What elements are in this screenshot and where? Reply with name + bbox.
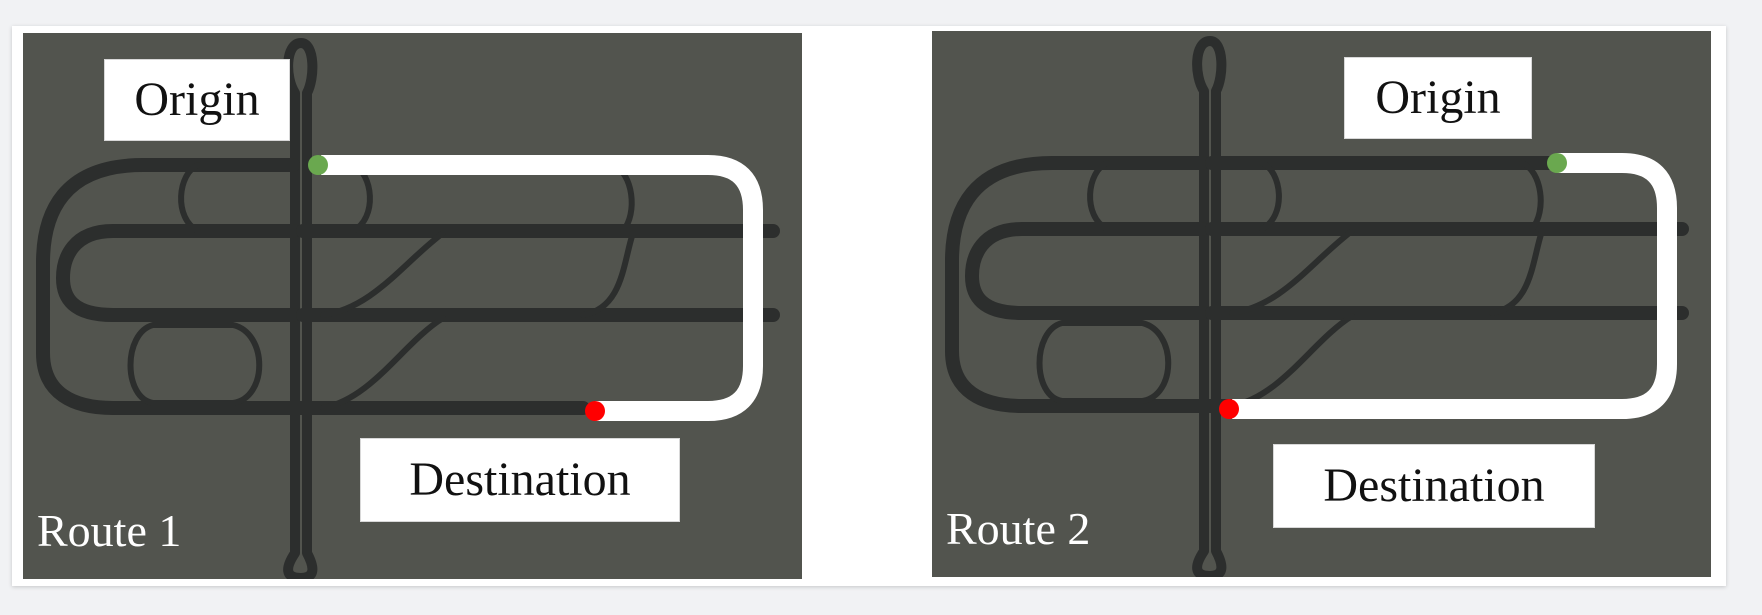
destination-label: Destination <box>360 438 680 522</box>
route-path <box>321 155 763 421</box>
origin-label: Origin <box>1344 57 1532 139</box>
destination-marker <box>585 401 605 421</box>
road-network <box>36 38 780 579</box>
route-path <box>1232 153 1677 419</box>
route-title: Route 2 <box>946 503 1091 554</box>
origin-label: Origin <box>104 59 290 141</box>
origin-marker <box>308 155 328 175</box>
route-1-panel: Origin Destination Route 1 <box>23 33 802 579</box>
route-2-map <box>945 36 1689 577</box>
route-1-map <box>36 38 780 579</box>
origin-marker <box>1547 153 1567 173</box>
route-title: Route 1 <box>37 505 182 556</box>
route-2-panel: Origin Destination Route 2 <box>932 31 1711 577</box>
destination-label: Destination <box>1273 444 1595 528</box>
destination-marker <box>1219 399 1239 419</box>
